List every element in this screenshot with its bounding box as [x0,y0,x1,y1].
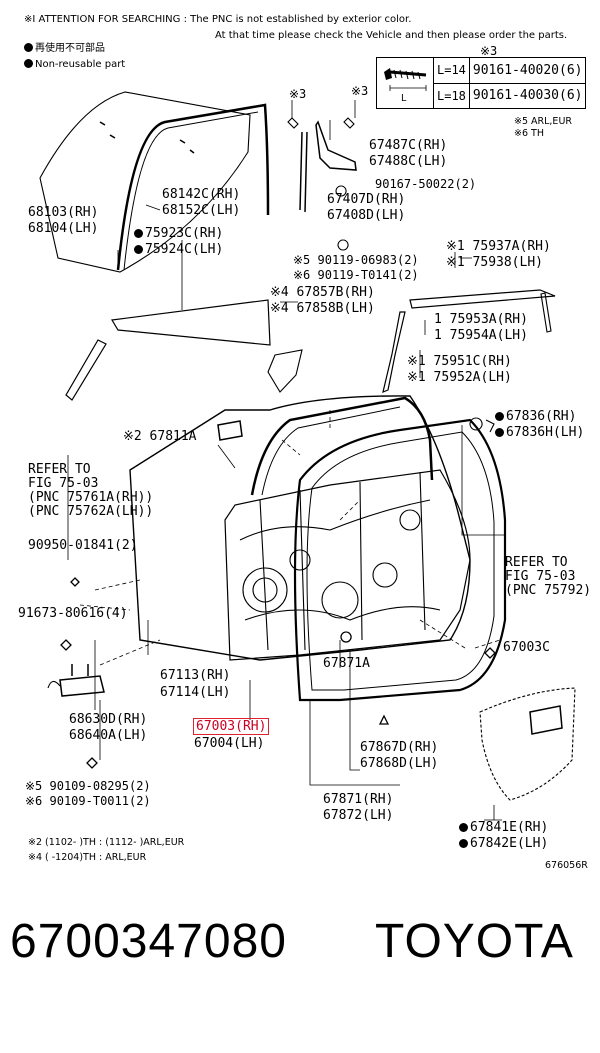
label-67836: 67836(RH) [495,410,576,423]
label-67871a: 67871A [323,656,370,671]
label-67836h: 67836H(LH) [495,426,584,439]
refer-2-line-a: REFER TO [505,555,568,570]
label-67867d: 67867D(RH) [360,740,439,755]
refer-2-line-b: FIG 75-03 [505,569,576,584]
screw-illustration: L [376,57,434,109]
bolt-part-2: 90161-40030(6) [468,82,587,109]
refer-1-line-c: (PNC 75761A(RH)) [28,490,154,505]
label-90167: 90167-50022(2) [375,177,477,191]
screw-icon [384,68,427,91]
bullet-icon [134,245,143,254]
part-number: 6700347080 [10,915,287,968]
legend-reuse: 再使用不可部品 [24,43,105,54]
brand-name: TOYOTA [375,915,574,968]
label-90109-a: ※5 90109-08295(2) [25,779,151,793]
label-67858b: ※4 67858B(LH) [270,301,375,316]
label-67407d: 67407D(RH) [327,192,406,207]
label-67004: 67004(LH) [194,736,265,751]
highlighted-part: 67003(RH) [193,718,270,735]
label-68103: 68103(RH) [28,205,99,220]
label-67841e: 67841E(RH) [459,821,548,834]
note-3-b: ※3 [351,84,369,98]
label-68152c: 68152C(LH) [162,203,241,218]
label-68630d: 68630D(RH) [69,712,148,727]
label-68104: 68104(LH) [28,221,99,236]
bullet-icon [459,839,468,848]
label-68640a: 68640A(LH) [69,728,148,743]
division-bar [299,131,308,213]
bolt-note-6: ※6 TH [514,128,544,139]
footnote-4: ※4 ( -1204)TH : ARL,EUR [28,852,147,863]
label-67842e: 67842E(LH) [459,837,548,850]
label-75952a: ※1 75952A(LH) [407,370,512,385]
label-75937a: ※1 75937A(RH) [446,239,551,254]
label-90950: 90950-01841(2) [28,538,138,553]
label-67488c: 67488C(LH) [369,154,448,169]
label-67857b: ※4 67857B(RH) [270,285,375,300]
legend-nonreusable: Non-reusable part [24,59,125,70]
label-90119-b: ※6 90119-T0141(2) [293,268,419,282]
door-panel [129,395,471,661]
label-67811a: ※2 67811A [123,429,197,444]
attention-line-1: ※I ATTENTION FOR SEARCHING : The PNC is … [24,14,412,25]
label-75951c: ※1 75951C(RH) [407,354,512,369]
label-75924c: 75924C(LH) [134,243,223,256]
bolt-length-2: L=18 [433,82,470,109]
bullet-icon [495,412,504,421]
label-67868d: 67868D(LH) [360,756,439,771]
bolt-note-5: ※5 ARL,EUR [514,116,572,127]
label-90119-a: ※5 90119-06983(2) [293,253,419,267]
bullet-icon [24,43,33,52]
bolt-table-note: ※3 [480,44,498,58]
label-67113: 67113(RH) [160,668,231,683]
label-75923c: 75923C(RH) [134,227,223,240]
bullet-icon [24,59,33,68]
note-3-a: ※3 [289,87,307,101]
door-glass [39,91,251,273]
label-67114: 67114(LH) [160,685,231,700]
refer-1-line-a: REFER TO [28,462,91,477]
label-67871: 67871(RH) [323,792,394,807]
bullet-icon [134,229,143,238]
bolt-spec-table: L L=14 90161-40020(6) L=18 90161-40030(6… [376,57,587,109]
label-67003-rh: 67003(RH) [193,718,270,735]
label-68142c: 68142C(RH) [162,187,241,202]
label-67408d: 67408D(LH) [327,208,406,223]
refer-1-line-b: FIG 75-03 [28,476,99,491]
figure-number: 676056R [545,860,588,871]
label-67487c: 67487C(RH) [369,138,448,153]
label-75953a: 1 75953A(RH) [434,312,528,327]
label-67872: 67872(LH) [323,808,394,823]
door-weatherstrip [293,418,507,702]
label-75954a: 1 75954A(LH) [434,328,528,343]
bullet-icon [495,428,504,437]
attention-line-2: At that time please check the Vehicle an… [215,30,568,41]
outer-belt-moulding [111,299,271,346]
label-91673: 91673-80616(4) [18,606,128,621]
door-exploded-diagram [39,91,576,821]
label-67003c: 67003C [503,640,550,655]
footnote-2: ※2 (1102- )TH : (1112- )ARL,EUR [28,837,185,848]
refer-1-line-d: (PNC 75762A(LH)) [28,504,154,519]
bolt-part-1: 90161-40020(6) [468,57,587,84]
glass-run-channel [116,103,270,271]
label-90109-b: ※6 90109-T0011(2) [25,794,151,808]
bullet-icon [459,823,468,832]
dimension-label: L [401,93,407,104]
refer-2-line-c: (PNC 75792) [505,583,592,598]
label-75938: ※1 75938(LH) [446,255,543,270]
